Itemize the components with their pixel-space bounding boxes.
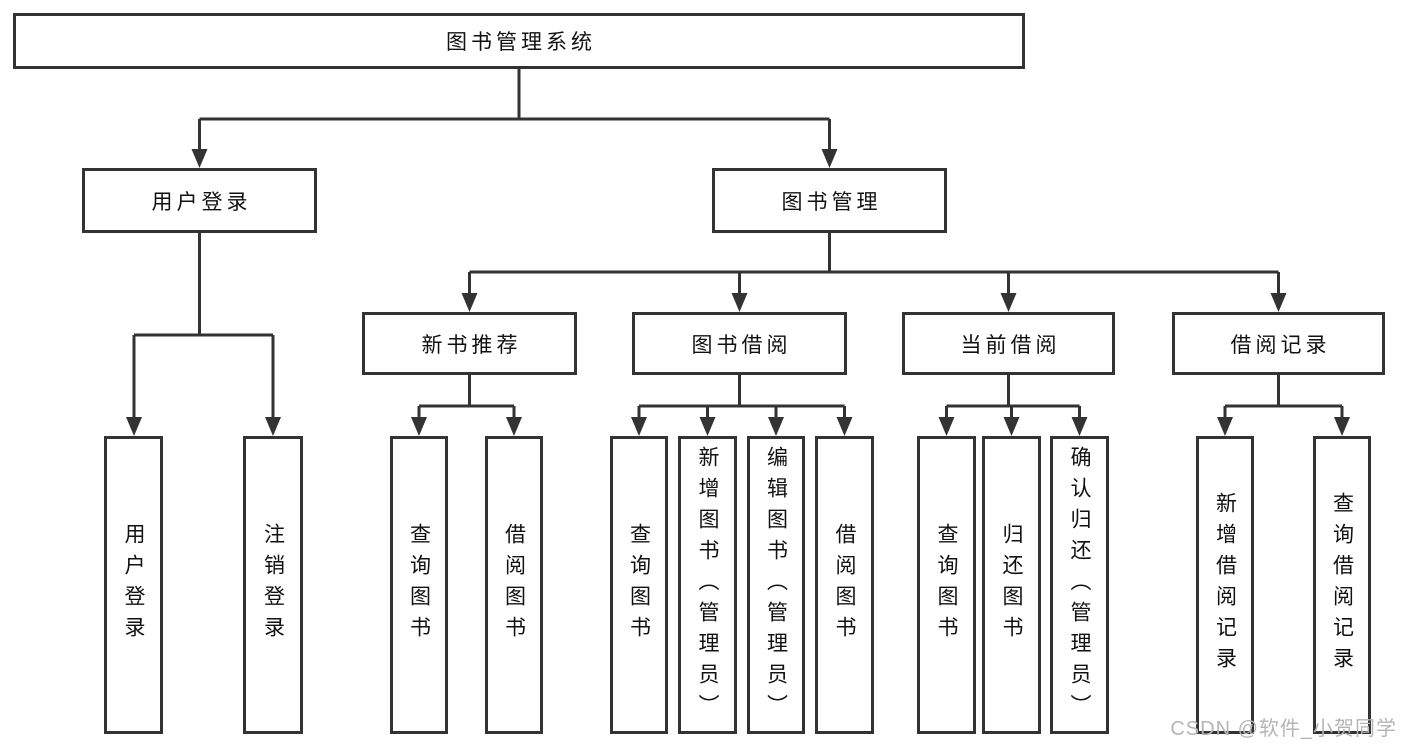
leaf-return-books: 归还图书 bbox=[982, 436, 1041, 734]
node-borrowing-records: 借阅记录 bbox=[1172, 312, 1385, 375]
connector-newbook-to-leaves bbox=[417, 375, 516, 421]
leaf-borrow-books-1: 借阅图书 bbox=[485, 436, 543, 734]
arrowheads bbox=[126, 149, 1350, 436]
connector-root-to-level2 bbox=[198, 69, 831, 153]
leaf-borrow-books-2: 借阅图书 bbox=[815, 436, 874, 734]
connector-borrow-to-leaves bbox=[637, 375, 846, 421]
connector-current-to-leaves bbox=[945, 375, 1081, 421]
leaf-edit-books-admin: 编辑图书（管理员） bbox=[747, 436, 805, 734]
connector-userlogin-to-leaves bbox=[132, 233, 275, 421]
leaf-search-books-3: 查询图书 bbox=[917, 436, 976, 734]
csdn-watermark: CSDN @软件_小贺同学 bbox=[1170, 718, 1397, 740]
node-root-system: 图书管理系统 bbox=[13, 13, 1025, 69]
leaf-search-books-2: 查询图书 bbox=[610, 436, 668, 734]
node-new-book-recommend: 新书推荐 bbox=[362, 312, 577, 375]
connector-records-to-leaves bbox=[1223, 375, 1344, 421]
node-book-borrowing: 图书借阅 bbox=[632, 312, 847, 375]
leaf-confirm-return-admin: 确认归还（管理员） bbox=[1050, 436, 1109, 734]
leaf-logout: 注销登录 bbox=[243, 436, 303, 734]
leaf-search-borrow-record: 查询借阅记录 bbox=[1313, 436, 1371, 734]
node-user-login: 用户登录 bbox=[82, 168, 317, 233]
connector-bookmgmt-to-level3 bbox=[468, 233, 1280, 297]
node-current-borrowing: 当前借阅 bbox=[902, 312, 1115, 375]
leaf-search-books-1: 查询图书 bbox=[390, 436, 448, 734]
leaf-add-borrow-record: 新增借阅记录 bbox=[1196, 436, 1254, 734]
leaf-add-books-admin: 新增图书（管理员） bbox=[678, 436, 737, 734]
leaf-user-login: 用户登录 bbox=[104, 436, 163, 734]
node-book-management: 图书管理 bbox=[712, 168, 947, 233]
